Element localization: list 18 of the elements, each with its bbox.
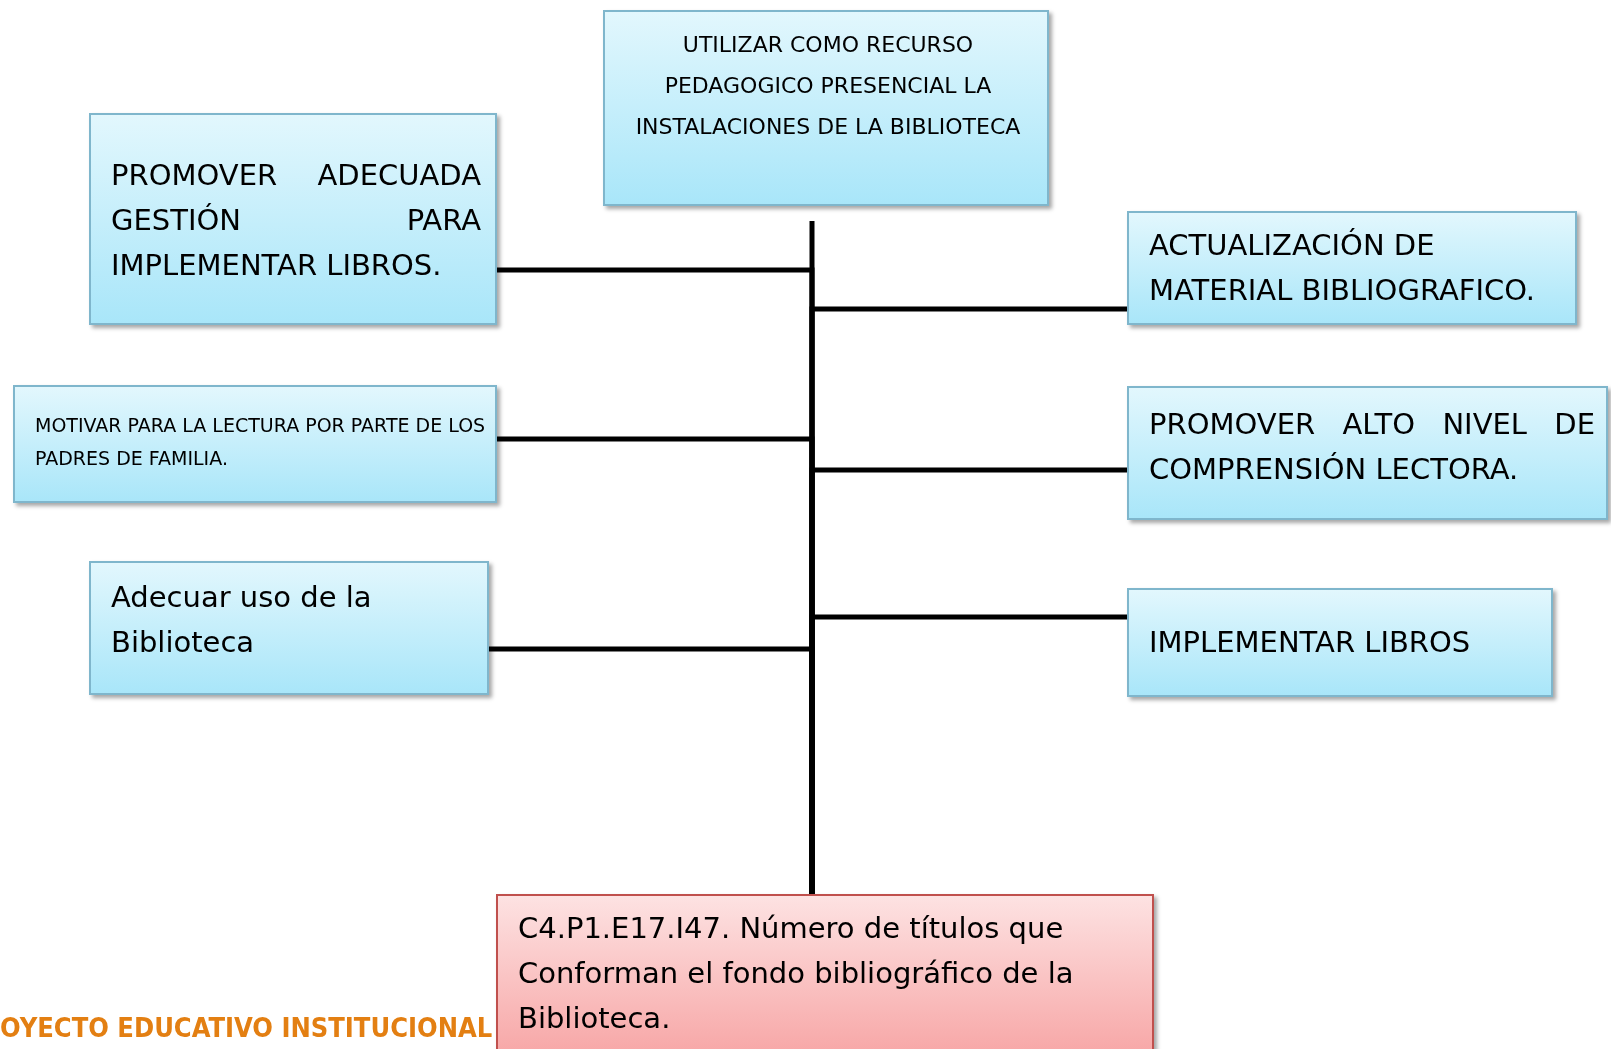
text-box [1127,211,1577,325]
box-text: PROMOVER ADECUADA GESTIÓN PARA IMPLEMENTAR LIBROS. [111,157,481,284]
box-text: ACTUALIZACIÓN DE MATERIAL BIBLIOGRAFICO. [1149,227,1537,309]
text-box [89,561,489,695]
box-text: UTILIZAR COMO RECURSO PEDAGOGICO PRESENCIAL LA INSTALACIONES DE LA BIBLIOTECA [634,31,1022,141]
connector-line [809,614,1127,894]
box-text: Adecuar uso de la Biblioteca [111,579,373,661]
footer-text: OYECTO EDUCATIVO INSTITUCIONAL [0,1012,493,1043]
text-box [496,894,1154,1049]
box-text: C4.P1.E17.I47. Número de títulos que Conforman el fondo bibliográfico de la Biblioteca. [518,910,1075,1037]
box-text: MOTIVAR PARA LA LECTURA POR PARTE DE LOS PADRES DE FAMILIA. [35,413,487,471]
text-box [13,385,497,503]
text-box [89,113,497,325]
box-text: IMPLEMENTAR LIBROS [1149,624,1472,661]
text-box [603,10,1049,206]
text-box [1127,588,1553,697]
box-text: PROMOVER ALTO NIVEL DE COMPRENSIÓN LECTORA. [1149,406,1595,488]
text-box [1127,386,1608,520]
